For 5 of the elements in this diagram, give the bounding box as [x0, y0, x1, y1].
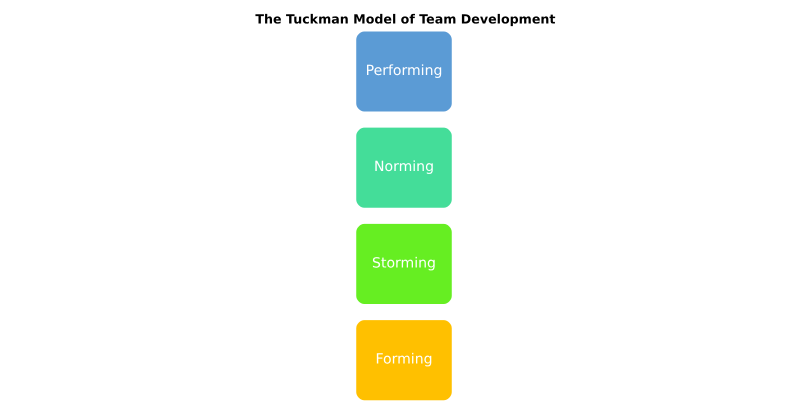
node-box: Performing: [356, 30, 452, 112]
diagram-title: The Tuckman Model of Team Development: [255, 12, 556, 27]
node-box: Norming: [356, 126, 452, 208]
node-box: Storming: [356, 223, 452, 305]
node-box: Forming: [356, 319, 452, 401]
